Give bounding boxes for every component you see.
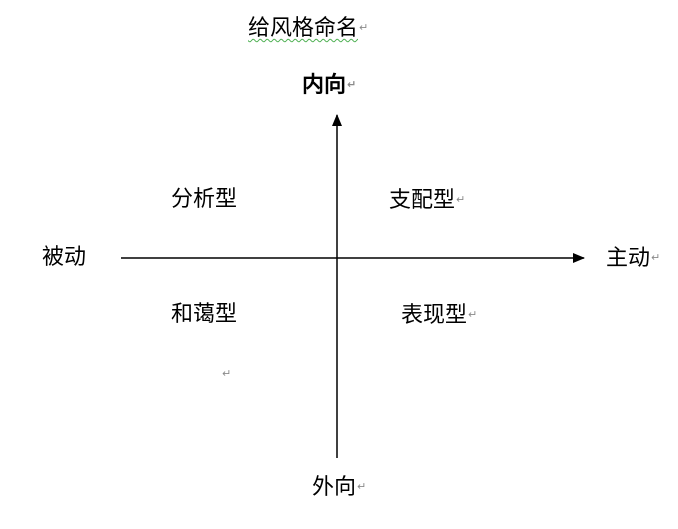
page-title-text: 给风格命名	[248, 16, 359, 41]
paragraph-mark-icon: ↵	[347, 78, 357, 91]
right-axis-label: 主动↵	[606, 245, 660, 272]
quadrant-top-right-label: 支配型	[389, 188, 456, 213]
paragraph-mark-icon: ↵	[359, 21, 369, 34]
paragraph-mark-icon: ↵	[222, 367, 232, 380]
paragraph-mark-icon: ↵	[651, 251, 661, 264]
paragraph-mark-icon: ↵	[456, 193, 466, 206]
quadrant-bottom-left-label: 和蔼型	[171, 302, 238, 327]
quadrant-top-right: 支配型↵	[389, 187, 465, 214]
top-axis-label: 内向↵	[302, 72, 356, 99]
paragraph-mark-icon: ↵	[357, 480, 367, 493]
bottom-axis-label-text: 外向	[312, 475, 357, 500]
page-title: 给风格命名↵	[248, 15, 368, 42]
right-axis-label-text: 主动	[606, 246, 651, 271]
bottom-axis-label: 外向↵	[312, 474, 366, 501]
quadrant-top-left-label: 分析型	[171, 187, 238, 212]
quadrant-bottom-left: 和蔼型	[171, 302, 237, 328]
paragraph-mark-icon: ↵	[468, 308, 478, 321]
left-axis-label-text: 被动	[42, 245, 87, 270]
quadrant-bottom-right: 表现型↵	[401, 302, 477, 329]
left-axis-label: 被动	[42, 245, 86, 271]
quadrant-bottom-right-label: 表现型	[401, 303, 468, 328]
quadrant-top-left: 分析型	[171, 187, 237, 213]
top-axis-label-text: 内向	[302, 73, 347, 98]
